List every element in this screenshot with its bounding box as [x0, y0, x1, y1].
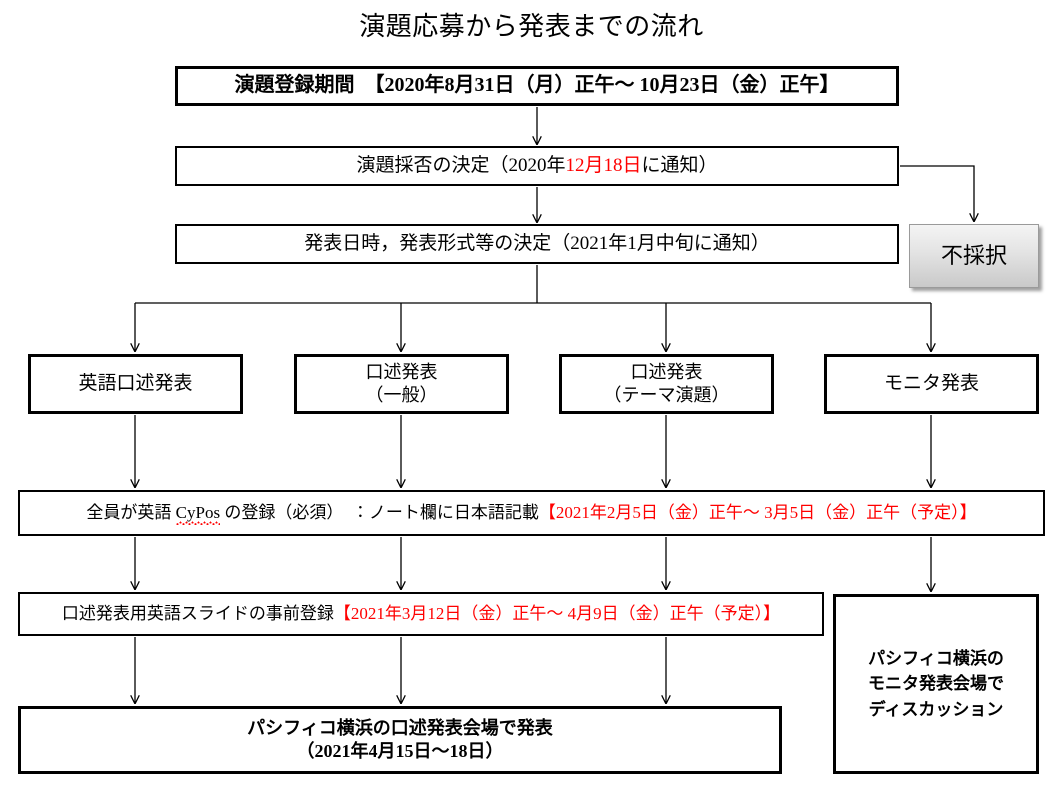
node-label: 英語口述発表: [78, 372, 193, 394]
node-label: 口述発表（一般）: [365, 361, 438, 405]
node-oral-presentation-general: 口述発表（一般）: [294, 354, 509, 414]
node-rejected: 不採択: [909, 224, 1039, 288]
node-label: パシフィコ横浜のモニタ発表会場でディスカッション: [868, 648, 1004, 719]
node-english-slides-preregistration: 口述発表用英語スライドの事前登録【2021年3月12日（金）正午～ 4月9日（金…: [18, 592, 824, 636]
node-acceptance-decision: 演題採否の決定（2020年12月18日に通知）: [175, 146, 899, 186]
node-label: 発表日時，発表形式等の決定（2021年1月中旬に通知）: [304, 232, 770, 254]
node-monitor-presentation-venue: パシフィコ横浜のモニタ発表会場でディスカッション: [833, 594, 1039, 774]
node-label: 演題採否の決定（2020年12月18日に通知）: [356, 154, 718, 176]
node-cypos-registration: 全員が英語 CyPos の登録（必須） ：ノート欄に日本語記載【2021年2月5…: [18, 490, 1045, 536]
spellcheck-underlined-word: CyPos: [175, 503, 221, 525]
node-label: 不採択: [940, 242, 1007, 268]
node-oral-presentation-theme: 口述発表（テーマ演題）: [559, 354, 774, 414]
highlight-date: 12月18日: [565, 154, 642, 176]
node-english-oral-presentation: 英語口述発表: [28, 354, 243, 414]
node-oral-presentation-venue: パシフィコ横浜の口述発表会場で発表（2021年4月15日～18日）: [18, 706, 782, 774]
page-title: 演題応募から発表までの流れ: [359, 12, 704, 41]
node-monitor-presentation: モニタ発表: [824, 354, 1039, 414]
node-label: 演題登録期間 【2020年8月31日（月）正午～ 10月23日（金）正午】: [234, 74, 840, 97]
node-label: 全員が英語 CyPos の登録（必須） ：ノート欄に日本語記載【2021年2月5…: [20, 502, 1043, 524]
highlight-period: 【2021年3月12日（金）正午～ 4月9日（金）正午（予定）】: [333, 604, 781, 624]
highlight-period: 【2021年2月5日（金）正午～ 3月5日（金）正午（予定）】: [538, 503, 977, 523]
node-abstract-registration-period: 演題登録期間 【2020年8月31日（月）正午～ 10月23日（金）正午】: [175, 66, 899, 106]
node-presentation-schedule-decision: 発表日時，発表形式等の決定（2021年1月中旬に通知）: [175, 224, 899, 264]
node-label: 口述発表用英語スライドの事前登録【2021年3月12日（金）正午～ 4月9日（金…: [61, 604, 781, 624]
node-label: モニタ発表: [883, 372, 979, 394]
node-label: 口述発表（テーマ演題）: [603, 361, 730, 405]
node-label: パシフィコ横浜の口述発表会場で発表（2021年4月15日～18日）: [247, 717, 553, 761]
